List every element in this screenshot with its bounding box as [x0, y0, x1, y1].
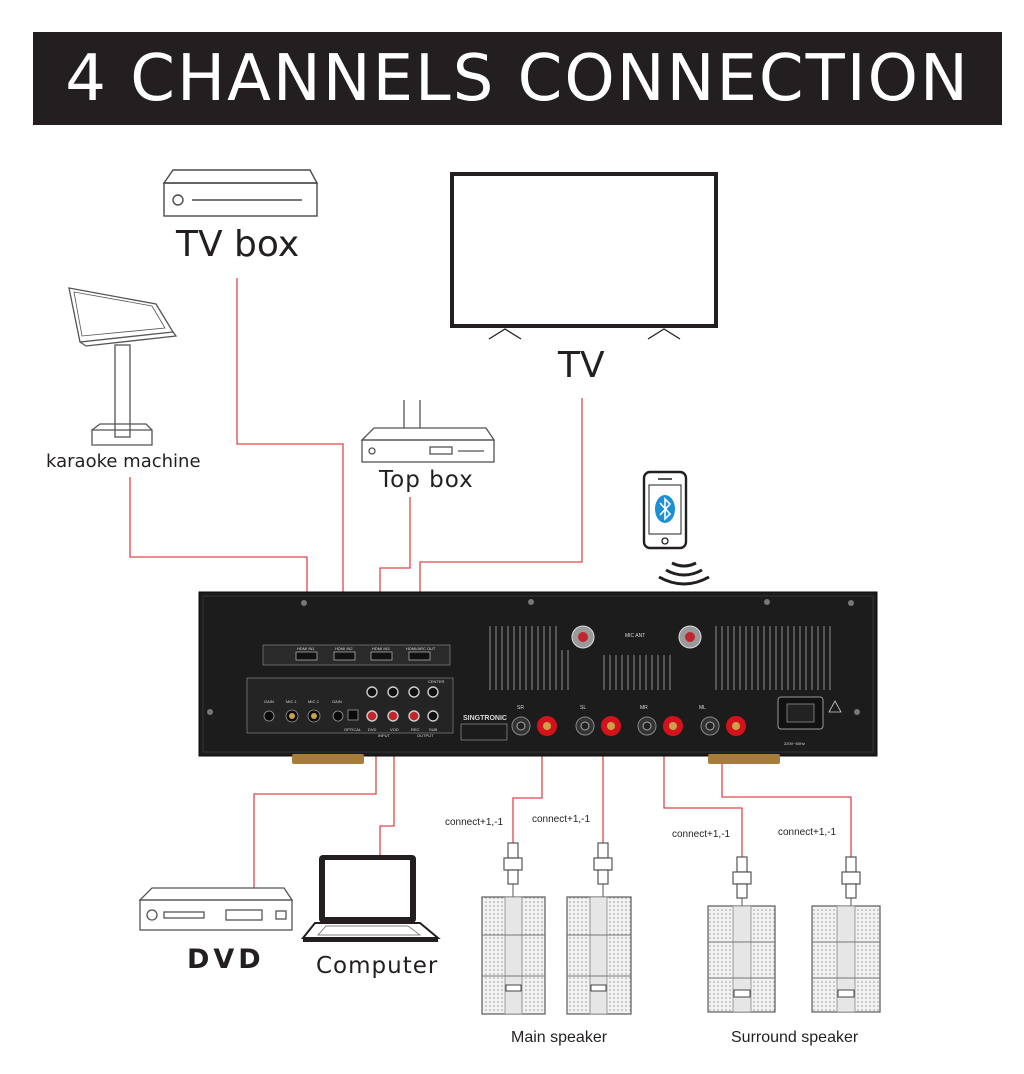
cable-tvbox	[236, 278, 344, 645]
cable-ml	[721, 738, 852, 857]
hdmi-in3-label: HDMI IN3	[372, 646, 390, 651]
main-speaker-label: Main speaker	[511, 1029, 608, 1046]
speaker-connectors	[503, 842, 861, 899]
center-label: CENTER	[428, 679, 445, 684]
sub-label: SUB	[429, 727, 438, 732]
terminal-sr-label: SR	[517, 705, 524, 711]
dvd-label: DVD	[187, 944, 265, 975]
input-label: INPUT	[378, 733, 391, 738]
cable-computer	[379, 728, 395, 855]
speaker-surround-right	[811, 905, 881, 1013]
karaoke-machine-device	[68, 287, 178, 446]
mic-ant-label: MIC ANT	[625, 633, 645, 639]
output-label: OUTPUT	[417, 733, 434, 738]
computer-label: Computer	[316, 953, 439, 979]
brand-label: SINGTRONIC	[463, 715, 507, 722]
speaker-main-left	[481, 896, 546, 1015]
hdmi-in2-label: HDMI IN2	[335, 646, 353, 651]
cables	[129, 278, 852, 888]
optical-label: OPTICAL	[344, 727, 362, 732]
hdmi-in1-label: HDMI IN1	[297, 646, 315, 651]
rec-label: REC	[411, 727, 420, 732]
dvd-device	[138, 887, 294, 931]
mic2-label: MIC 2	[308, 699, 319, 704]
surround-speaker-label: Surround speaker	[731, 1029, 859, 1046]
cable-mr	[663, 738, 743, 857]
cable-dvd	[253, 728, 377, 888]
connect-label-ml: connect+1,-1	[778, 827, 837, 838]
wireless-signal-icon	[658, 561, 710, 586]
tv-box-label: TV box	[176, 224, 300, 265]
connector-mr	[732, 856, 752, 899]
tv-box-device	[162, 169, 319, 217]
connector-ml	[841, 856, 861, 899]
connect-label-mr: connect+1,-1	[672, 829, 731, 840]
page-title: 4 CHANNELS CONNECTION	[65, 41, 970, 116]
mic1-label: MIC 1	[286, 699, 297, 704]
terminal-sl-label: SL	[580, 705, 586, 711]
tv-label: TV	[558, 345, 605, 386]
speaker-main-right	[566, 896, 632, 1015]
bluetooth-icon	[655, 495, 675, 523]
connect-label-sr: connect+1,-1	[445, 817, 504, 828]
vod-label: VOD	[390, 727, 399, 732]
title-banner: 4 CHANNELS CONNECTION	[33, 32, 1002, 125]
top-box-label: Top box	[379, 467, 474, 493]
connect-label-sl: connect+1,-1	[532, 814, 591, 825]
gain-label-2: GAIN	[332, 699, 342, 704]
gain-label-1: GAIN	[264, 699, 274, 704]
terminal-mr-label: MR	[640, 705, 648, 711]
tv-device	[450, 172, 718, 340]
speaker-surround-left	[707, 905, 776, 1013]
computer-device	[300, 855, 441, 942]
terminal-ml-label: ML	[699, 705, 706, 711]
connector-sr	[503, 842, 523, 885]
top-box-device	[360, 400, 496, 463]
connector-sl	[593, 842, 613, 885]
karaoke-machine-label: karaoke machine	[46, 451, 201, 472]
power-rating-label: 220V~50Hz	[784, 741, 805, 746]
amplifier: HDMI IN1 HDMI IN2 HDMI IN3 HDMI/ARC OUT …	[198, 591, 878, 764]
hdmi-out-label: HDMI/ARC OUT	[406, 646, 436, 651]
dvd-label: DVD	[368, 727, 377, 732]
cable-sr	[512, 738, 543, 843]
